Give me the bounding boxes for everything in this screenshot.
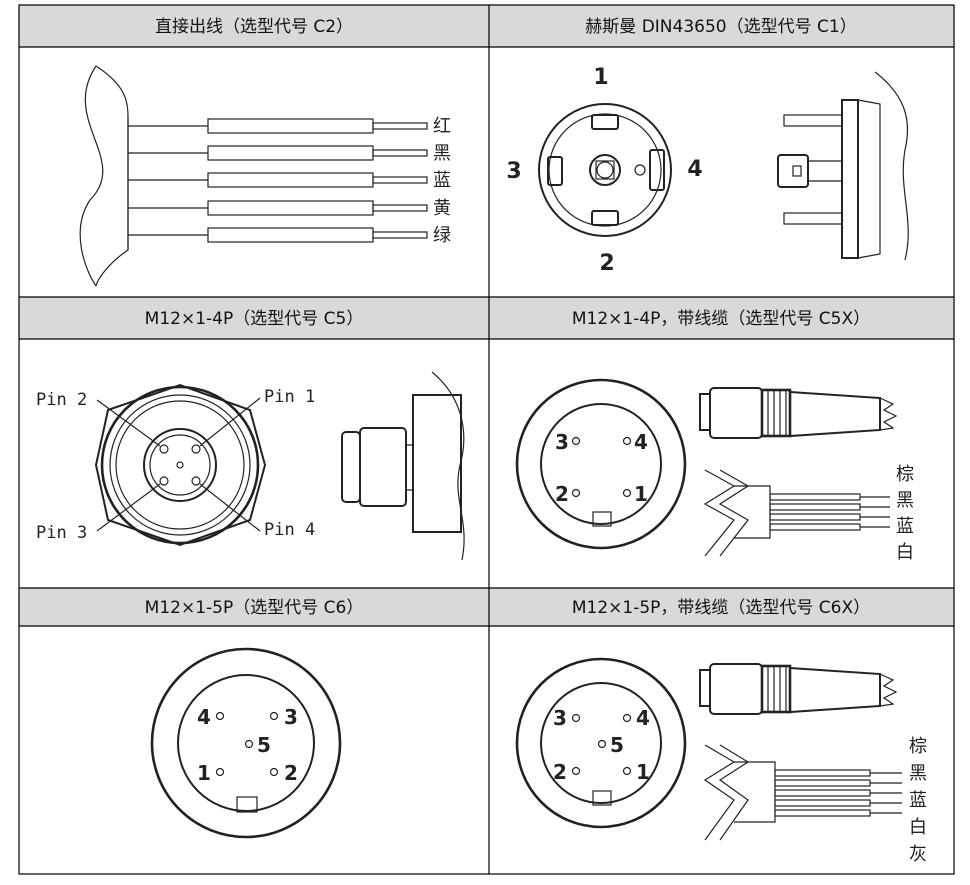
c5-pin-2: Pin 2 xyxy=(36,390,87,410)
c6x-wire-blue: 蓝 xyxy=(909,790,927,811)
c5x-wire-blue: 蓝 xyxy=(896,516,914,537)
c6x-pin-3: 3 xyxy=(553,706,567,730)
c6x-pin-1: 1 xyxy=(636,760,650,784)
c5-drawing: Pin 1 Pin 2 Pin 3 Pin 4 xyxy=(36,371,465,561)
title-c5: M12×1-4P（选型代号 C5） xyxy=(145,309,364,329)
c1-pin-1: 1 xyxy=(593,65,608,90)
c6x-wire-white: 白 xyxy=(909,817,927,838)
header-row-3 xyxy=(19,588,954,626)
c6x-pin-2: 2 xyxy=(553,760,567,784)
c5x-pin-1: 1 xyxy=(634,482,648,506)
c2-wire-blue: 蓝 xyxy=(433,170,451,191)
c6x-wire-black: 黑 xyxy=(909,763,927,784)
c2-wire-yellow: 黄 xyxy=(433,198,451,219)
title-c6x: M12×1-5P，带线缆（选型代号 C6X） xyxy=(572,598,870,618)
c1-pin-4: 4 xyxy=(687,157,702,182)
header-row-2 xyxy=(19,297,954,339)
c6x-wire-gray: 灰 xyxy=(909,844,927,865)
title-c2: 直接出线（选型代号 C2） xyxy=(155,17,353,37)
c6x-wire-brown: 棕 xyxy=(909,736,927,757)
c5x-drawing: 3 4 2 1 棕 黑 蓝 白 xyxy=(515,378,914,563)
c5x-pin-2: 2 xyxy=(555,482,569,506)
c6-pin-2: 2 xyxy=(284,761,298,785)
table-grid xyxy=(18,4,955,875)
c5x-pin-3: 3 xyxy=(555,430,569,454)
c6-drawing: 1 2 3 4 5 xyxy=(150,647,342,839)
c5-pin-3: Pin 3 xyxy=(36,523,87,543)
c6-pin-4: 4 xyxy=(197,705,211,729)
header-row-1 xyxy=(19,5,954,47)
c6-pin-5: 5 xyxy=(257,733,271,757)
c6x-pin-5: 5 xyxy=(610,733,624,757)
title-c1: 赫斯曼 DIN43650（选型代号 C1） xyxy=(585,17,856,37)
c2-wires xyxy=(128,118,428,243)
c2-wire-black: 黑 xyxy=(433,143,451,164)
c5-pin-1: Pin 1 xyxy=(264,387,315,407)
c6-pin-1: 1 xyxy=(197,761,211,785)
c1-pin-3: 3 xyxy=(506,159,521,184)
title-c5x: M12×1-4P，带线缆（选型代号 C5X） xyxy=(572,309,870,329)
c5x-pin-4: 4 xyxy=(634,430,648,454)
c5x-wire-white: 白 xyxy=(896,542,914,563)
c2-wire-green: 绿 xyxy=(433,225,451,246)
c6-pin-3: 3 xyxy=(284,705,298,729)
c6x-drawing: 3 4 5 2 1 棕 黑 蓝 白 灰 xyxy=(515,657,927,865)
c5x-wire-brown: 棕 xyxy=(896,464,914,485)
c6x-pin-4: 4 xyxy=(636,706,650,730)
title-c6: M12×1-5P（选型代号 C6） xyxy=(145,598,364,618)
c2-drawing: 红 黑 蓝 黄 绿 xyxy=(79,65,451,287)
c5-pin-4: Pin 4 xyxy=(264,520,315,540)
c1-drawing: 1 2 3 4 xyxy=(506,65,909,276)
c1-pin-2: 2 xyxy=(599,251,614,276)
c5x-wire-black: 黑 xyxy=(896,490,914,511)
c2-wire-red: 红 xyxy=(433,116,451,137)
